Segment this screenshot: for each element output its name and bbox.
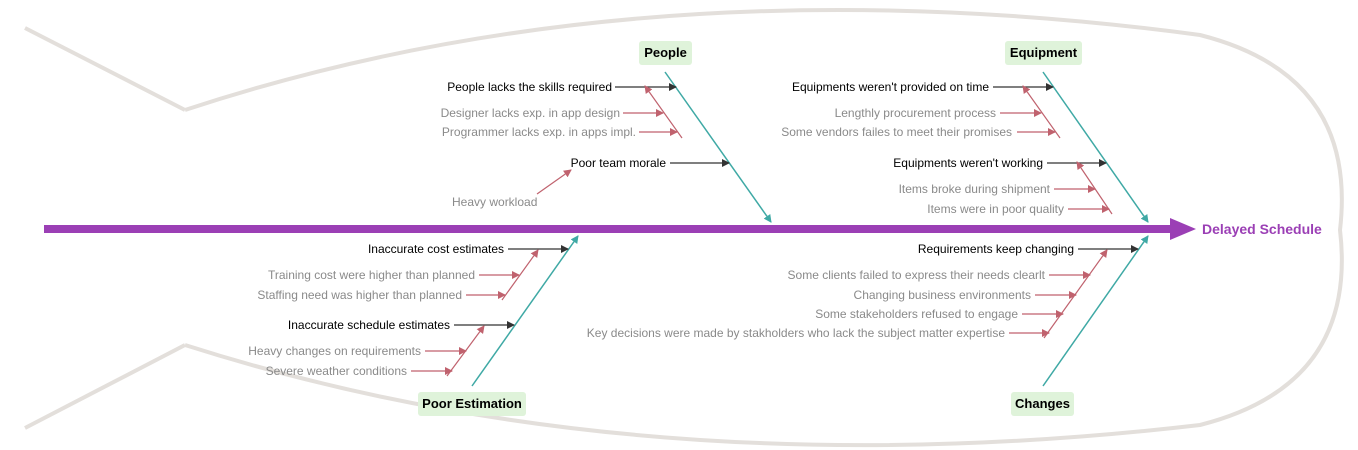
fish-body-outline [184,8,1344,448]
sub-cause-label: Some clients failed to express their nee… [787,268,1045,282]
cause-label: Inaccurate schedule estimates [287,318,450,332]
sub-cause-label: Items broke during shipment [898,182,1050,196]
sub-cause-label: Staffing need was higher than planned [257,288,462,302]
sub-cause-label: Training cost were higher than planned [267,268,475,282]
sub-bone [644,85,683,139]
bone-equipment [1042,71,1149,223]
cause-label: Requirements keep changing [917,242,1074,256]
category-changes[interactable]: Changes [1011,392,1074,416]
sub-cause-label: Designer lacks exp. in app design [440,106,620,120]
category-equipment[interactable]: Equipment [1005,41,1082,65]
sub-cause-label: Severe weather conditions [265,364,407,378]
fish-tail-outline [24,26,186,430]
cause-label: Equipments weren't working [893,156,1043,170]
sub-cause-label: Programmer lacks exp. in apps impl. [441,125,636,139]
sub-bone [1043,249,1108,339]
sub-bone [1022,85,1061,139]
cause-label: Equipments weren't provided on time [791,80,989,94]
sub-arrow [536,169,572,195]
effect-label: Delayed Schedule [1202,221,1322,237]
spine-arrowhead [1170,218,1196,240]
sub-cause-label: Some vendors failes to meet their promis… [781,125,1012,139]
sub-bone [1076,161,1113,215]
sub-cause-label: Changing business environments [853,288,1031,302]
sub-cause-label: Items were in poor quality [927,202,1064,216]
category-people[interactable]: People [639,41,692,65]
sub-cause-label: Some stakeholders refused to engage [815,307,1018,321]
category-poor-estimation[interactable]: Poor Estimation [418,392,526,416]
sub-cause-label: Lengthly procurement process [834,106,996,120]
cause-label: Inaccurate cost estimates [367,242,504,256]
sub-bone [501,249,539,301]
sub-cause-label: Key decisions were made by stakholders w… [586,326,1005,340]
bone-changes [1042,235,1149,387]
bone-poor-estimation [471,235,579,387]
cause-label: People lacks the skills required [447,80,612,94]
bone-people [664,71,772,223]
sub-cause-label: Heavy changes on requirements [248,344,421,358]
sub-cause-label: Heavy workload [452,195,538,209]
cause-label: Poor team morale [570,156,666,170]
